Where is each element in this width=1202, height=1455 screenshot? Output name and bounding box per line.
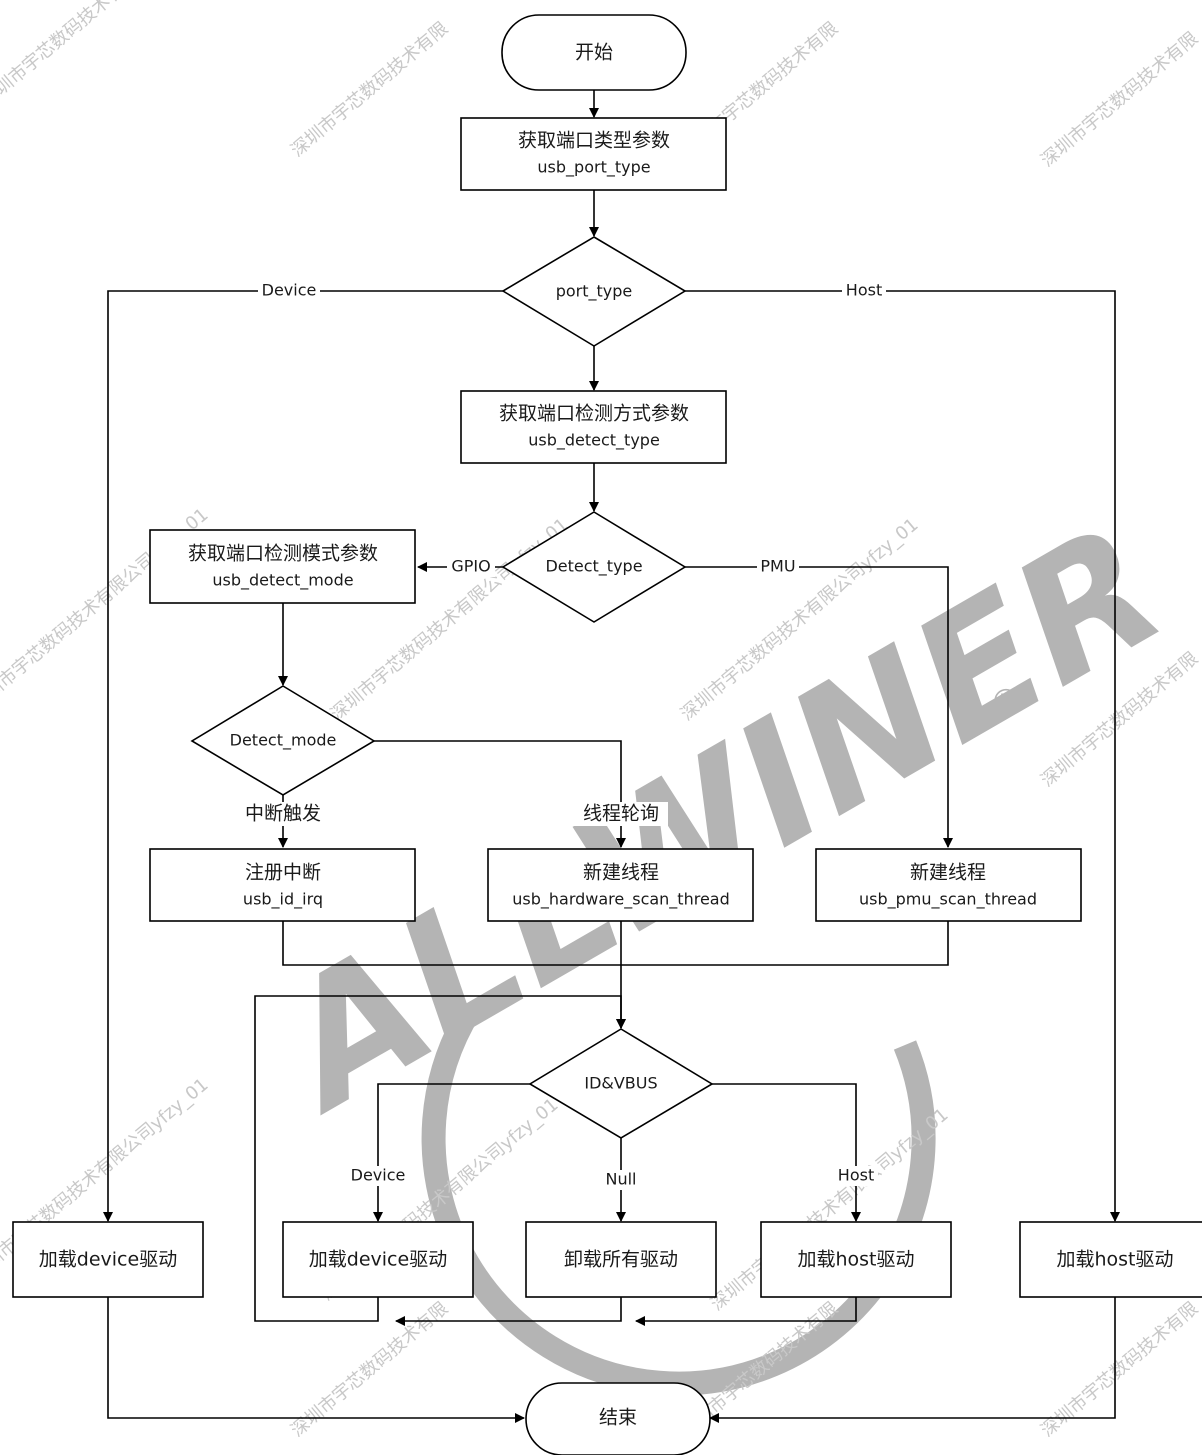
connector-end-right [709,1297,1116,1423]
box-title: 注册中断 [245,862,321,884]
start-label: 开始 [575,42,613,64]
connector-return [635,1297,857,1326]
start-node: 开始 [501,14,687,91]
box-param: usb_detect_mode [212,571,353,591]
connector-loop [254,995,626,1322]
detect-mode-decision: Detect_mode [190,685,376,796]
box-param: usb_port_type [537,158,650,178]
box-title: 加载host驱动 [1056,1249,1173,1271]
edge-label-vbus-host: Host [838,1166,874,1185]
connector-device [103,290,503,1222]
decision-label: ID&VBUS [584,1074,657,1093]
watermark-text: 深圳市宇芯数码技术有限 [1037,28,1202,171]
id-vbus-decision: ID&VBUS [528,1028,714,1139]
port-type-decision: port_type [501,236,687,347]
box-title: 加载device驱动 [309,1249,447,1271]
edge-label-interrupt: 中断触发 [245,803,321,825]
watermark-text: 深圳市宇芯数码技术有限 [287,18,452,161]
get-detect-mode-box: 获取端口检测模式参数 usb_detect_mode [149,529,416,604]
edge-label-polling: 线程轮询 [583,803,659,825]
connector-host [685,290,1120,1222]
decision-label: port_type [556,282,633,302]
box-param: usb_pmu_scan_thread [859,890,1037,910]
box-title: 获取端口类型参数 [518,130,670,152]
hw-scan-thread-box: 新建线程 usb_hardware_scan_thread [487,848,754,922]
load-host-mid-box: 加载host驱动 [760,1221,952,1298]
connector-return [395,1297,622,1326]
watermark-registered-mark: ® [990,682,1022,720]
unload-all-box: 卸载所有驱动 [525,1221,717,1298]
end-node: 结束 [525,1382,711,1455]
edge-label-vbus-null: Null [606,1170,637,1189]
register-irq-box: 注册中断 usb_id_irq [149,848,416,922]
box-title: 新建线程 [583,862,659,884]
connector-end-left [107,1297,525,1423]
watermark-text: 深圳市宇芯数码技术有限 [287,1298,452,1441]
pmu-scan-thread-box: 新建线程 usb_pmu_scan_thread [815,848,1082,922]
edge-labels: Device Host GPIO PMU 中断触发 线程轮询 Device Nu… [236,281,886,1190]
watermark-text: 深圳市宇芯数码技术有限 [0,0,142,111]
box-title: 获取端口检测方式参数 [499,403,689,425]
end-label: 结束 [599,1407,637,1429]
load-host-right-box: 加载host驱动 [1019,1221,1202,1298]
detect-type-decision: Detect_type [501,511,687,623]
connector-merge [282,921,949,966]
decision-label: Detect_mode [230,731,337,751]
decision-label: Detect_type [545,557,642,577]
box-title: 获取端口检测模式参数 [188,543,378,565]
box-param: usb_id_irq [243,890,323,910]
edge-label-host: Host [846,281,882,300]
edge-label-vbus-device: Device [351,1166,406,1185]
box-title: 加载host驱动 [797,1249,914,1271]
box-param: usb_hardware_scan_thread [512,890,730,910]
edge-label-device: Device [262,281,317,300]
watermark-text: 深圳市宇芯数码技术有限 [1037,1298,1202,1441]
get-detect-type-box: 获取端口检测方式参数 usb_detect_type [460,390,727,464]
box-title: 卸载所有驱动 [564,1249,678,1271]
edge-label-pmu: PMU [760,557,795,576]
box-title: 加载device驱动 [39,1249,177,1271]
box-param: usb_detect_type [528,431,660,451]
edge-label-gpio: GPIO [451,557,490,576]
box-title: 新建线程 [910,862,986,884]
load-device-mid-box: 加载device驱动 [282,1221,474,1298]
get-port-type-box: 获取端口类型参数 usb_port_type [460,117,727,191]
load-device-left-box: 加载device驱动 [12,1221,204,1298]
